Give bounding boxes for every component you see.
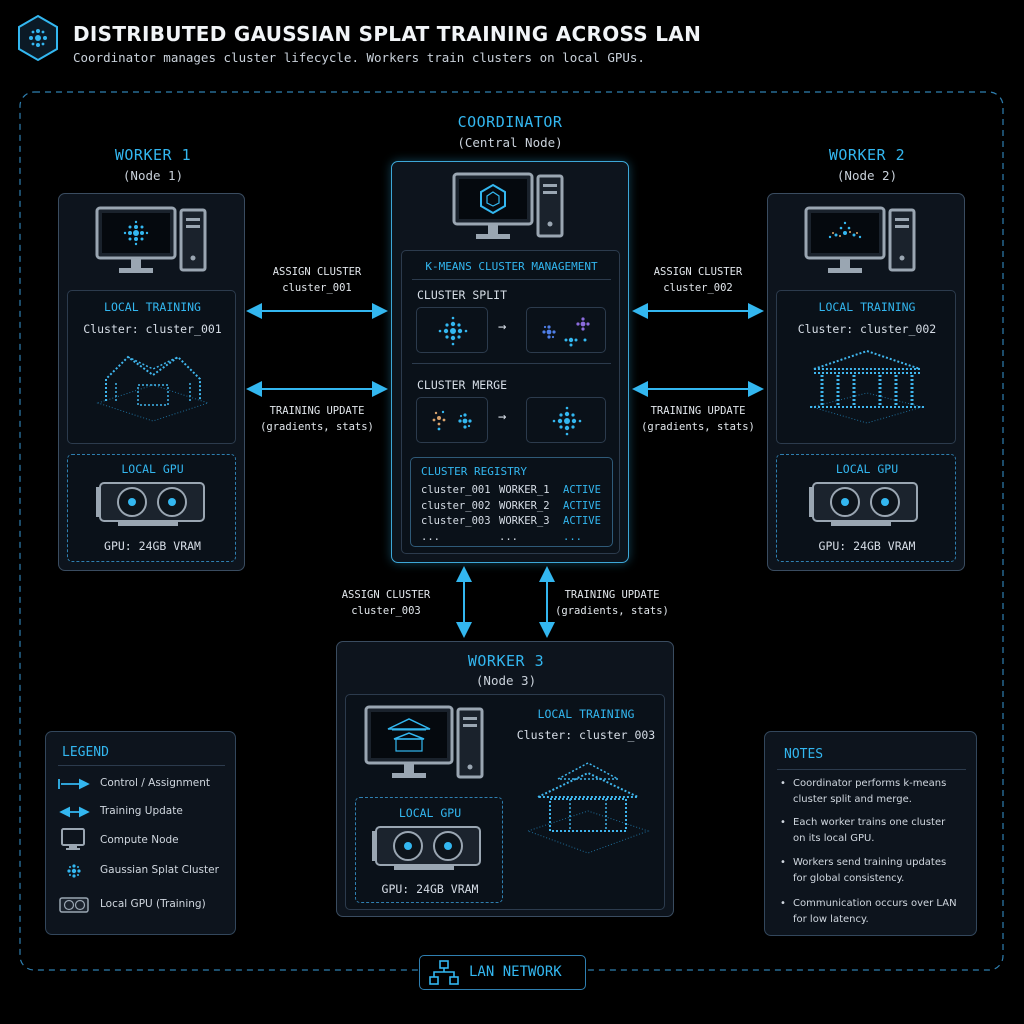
- worker-3-gpu-label: LOCAL GPU: [398, 806, 462, 820]
- gpu-card-icon: [372, 826, 481, 870]
- merge-result-cluster: [526, 397, 606, 443]
- divider: [412, 363, 611, 364]
- legend-title: LEGEND: [62, 745, 109, 760]
- split-result-clusters: [526, 307, 606, 353]
- splat-pagoda-icon: [526, 762, 650, 854]
- cluster-registry-title: CLUSTER REGISTRY: [421, 465, 527, 478]
- legend-item-control: Control / Assignment: [100, 777, 210, 789]
- splat-cluster-split-icon: [542, 317, 590, 347]
- worker-1-local-gpu: LOCAL GPU GPU: 24GB VRAM: [67, 454, 236, 562]
- update-label-3: TRAINING UPDATE(gradients, stats): [555, 589, 669, 617]
- note-item-2: • Workers send training updates for glob…: [780, 857, 947, 884]
- monitor-icon: [364, 705, 484, 779]
- worker-3-training-label: LOCAL TRAINING: [537, 707, 635, 721]
- lan-network-badge: LAN NETWORK: [419, 955, 586, 990]
- worker-2-gpu-spec: GPU: 24GB VRAM: [818, 539, 916, 553]
- kmeans-management-panel: K-MEANS CLUSTER MANAGEMENT CLUSTER SPLIT…: [401, 250, 620, 554]
- page-subtitle: Coordinator manages cluster lifecycle. W…: [73, 50, 645, 65]
- worker-2-local-gpu: LOCAL GPU GPU: 24GB VRAM: [776, 454, 956, 562]
- gpu-card-icon: [96, 482, 205, 526]
- divider: [58, 765, 225, 766]
- registry-cluster-3: ...: [421, 530, 440, 543]
- worker-3-body: LOCAL GPU GPU: 24GB VRAM LOCAL TRAINING …: [345, 694, 665, 910]
- merge-source-clusters: [416, 397, 488, 443]
- worker-2-local-training: LOCAL TRAINING Cluster: cluster_002: [776, 290, 956, 444]
- splat-cluster-icon: [438, 316, 468, 346]
- cluster-registry: CLUSTER REGISTRY cluster_001 WORKER_1 AC…: [410, 457, 613, 547]
- registry-cluster-2: cluster_003: [421, 515, 491, 527]
- worker-1-node[interactable]: LOCAL TRAINING Cluster: cluster_001 LOCA…: [58, 193, 245, 571]
- worker-3-node[interactable]: WORKER 3 (Node 3) LOCAL GPU GPU: 24GB VR…: [336, 641, 674, 917]
- registry-cluster-0: cluster_001: [421, 484, 491, 496]
- worker-3-cluster-text: Cluster: cluster_003: [516, 728, 656, 742]
- worker-2-cluster-text: Cluster: cluster_002: [797, 322, 937, 336]
- splat-house-icon: [96, 355, 210, 422]
- monitor-icon: [452, 172, 564, 239]
- update-label-1: TRAINING UPDATE(gradients, stats): [260, 405, 374, 433]
- worker-1-cluster-text: Cluster: cluster_001: [83, 322, 222, 336]
- cluster-merge-label: CLUSTER MERGE: [417, 378, 508, 392]
- bidirectional-arrow-icon: [58, 778, 90, 913]
- split-arrow: →: [498, 319, 507, 335]
- splat-temple-icon: [810, 349, 924, 424]
- coordinator-title: COORDINATOR: [457, 113, 563, 131]
- registry-status-0: ACTIVE: [563, 484, 601, 496]
- worker-1-gpu-spec: GPU: 24GB VRAM: [104, 539, 201, 553]
- note-item-0: • Coordinator performs k-means cluster s…: [780, 778, 947, 805]
- legend-item-local-gpu: Local GPU (Training): [100, 898, 206, 910]
- splat-cluster-icon: [552, 406, 582, 436]
- notes-title: NOTES: [784, 747, 824, 762]
- page-title: DISTRIBUTED GAUSSIAN SPLAT TRAINING ACRO…: [73, 22, 702, 46]
- notes-panel: NOTES: [764, 731, 977, 936]
- registry-worker-3: ...: [499, 530, 518, 543]
- kmeans-management-title: K-MEANS CLUSTER MANAGEMENT: [425, 260, 598, 273]
- worker-1-title: WORKER 1: [114, 146, 192, 164]
- worker-2-title: WORKER 2: [828, 146, 906, 164]
- legend-item-splat-cluster: Gaussian Splat Cluster: [100, 864, 219, 876]
- divider: [777, 769, 966, 770]
- merge-arrow: →: [498, 409, 507, 425]
- worker-1-subtitle: (Node 1): [122, 168, 184, 183]
- registry-cluster-1: cluster_002: [421, 499, 491, 512]
- registry-worker-0: WORKER_1: [499, 484, 550, 496]
- split-source-cluster: [416, 307, 488, 353]
- monitor-icon: [95, 206, 207, 273]
- note-item-3: • Communication occurs over LAN for low …: [780, 898, 957, 925]
- worker-2-subtitle: (Node 2): [836, 168, 898, 183]
- registry-status-3: ...: [563, 530, 582, 543]
- monitor-icon: [804, 206, 916, 273]
- worker-3-local-gpu: LOCAL GPU GPU: 24GB VRAM: [355, 797, 503, 903]
- registry-worker-2: WORKER_3: [499, 515, 550, 527]
- splat-cluster-pair-icon: [432, 410, 472, 431]
- registry-status-1: ACTIVE: [563, 499, 601, 512]
- worker-3-title: WORKER 3: [467, 652, 545, 670]
- worker-2-gpu-label: LOCAL GPU: [835, 462, 899, 476]
- splat-hexagon-logo-icon: [18, 14, 58, 62]
- coordinator-node[interactable]: K-MEANS CLUSTER MANAGEMENT CLUSTER SPLIT…: [391, 161, 629, 563]
- legend-item-compute-node: Compute Node: [100, 834, 179, 846]
- worker-3-gpu-spec: GPU: 24GB VRAM: [381, 882, 479, 896]
- note-item-1: • Each worker trains one cluster on its …: [780, 817, 946, 844]
- worker-1-gpu-label: LOCAL GPU: [121, 462, 184, 476]
- divider: [412, 279, 611, 280]
- coordinator-subtitle: (Central Node): [457, 135, 563, 150]
- gpu-card-icon: [809, 482, 918, 526]
- registry-worker-1: WORKER_2: [499, 499, 550, 512]
- registry-status-2: ACTIVE: [563, 515, 601, 527]
- legend-item-training-update: Training Update: [100, 805, 183, 817]
- update-label-2: TRAINING UPDATE(gradients, stats): [641, 405, 755, 433]
- worker-3-subtitle: (Node 3): [475, 673, 537, 688]
- worker-1-local-training: LOCAL TRAINING Cluster: cluster_001: [67, 290, 236, 444]
- network-icon: [429, 960, 459, 985]
- worker-2-training-label: LOCAL TRAINING: [818, 300, 916, 314]
- worker-1-training-label: LOCAL TRAINING: [104, 300, 201, 314]
- cluster-split-label: CLUSTER SPLIT: [417, 288, 508, 302]
- worker-2-node[interactable]: LOCAL TRAINING Cluster: cluster_002 LOCA…: [767, 193, 965, 571]
- lan-network-label: LAN NETWORK: [469, 964, 562, 980]
